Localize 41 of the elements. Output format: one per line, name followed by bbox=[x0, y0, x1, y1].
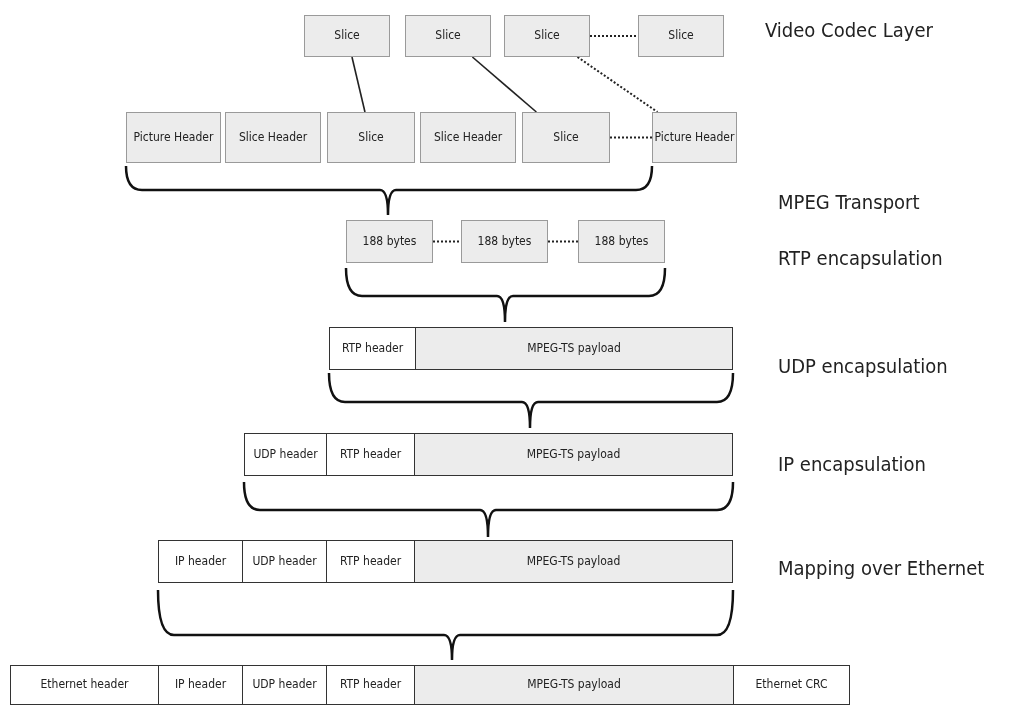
data-block: Picture Header bbox=[652, 112, 737, 163]
layer-label: RTP encapsulation bbox=[778, 246, 943, 270]
payload-field: MPEG-TS payload bbox=[414, 540, 733, 583]
payload-field: MPEG-TS payload bbox=[414, 665, 734, 705]
header-field: IP header bbox=[158, 665, 243, 705]
data-block: Slice bbox=[327, 112, 415, 163]
layer-label: IP encapsulation bbox=[778, 452, 926, 476]
connector-line bbox=[432, 240, 462, 243]
header-field: IP header bbox=[158, 540, 243, 583]
connector-line bbox=[471, 56, 538, 113]
payload-field: MPEG-TS payload bbox=[414, 433, 733, 476]
connector-line bbox=[547, 240, 579, 243]
header-field: Ethernet CRC bbox=[733, 665, 850, 705]
header-field: RTP header bbox=[326, 665, 415, 705]
header-field: RTP header bbox=[326, 433, 415, 476]
data-block: Slice bbox=[522, 112, 610, 163]
connector-line bbox=[576, 56, 659, 113]
header-field: UDP header bbox=[242, 665, 327, 705]
data-block: Slice bbox=[638, 15, 724, 57]
layer-label: Video Codec Layer bbox=[765, 18, 933, 42]
header-field: UDP header bbox=[244, 433, 327, 476]
data-block: Slice bbox=[304, 15, 390, 57]
data-block: Slice bbox=[504, 15, 590, 57]
layer-label: UDP encapsulation bbox=[778, 354, 948, 378]
payload-field: MPEG-TS payload bbox=[415, 327, 733, 370]
connector-line bbox=[589, 35, 639, 37]
data-block: 188 bytes bbox=[578, 220, 665, 263]
data-block: 188 bytes bbox=[346, 220, 433, 263]
data-block: Slice bbox=[405, 15, 491, 57]
data-block: Slice Header bbox=[225, 112, 321, 163]
layer-label: Mapping over Ethernet bbox=[778, 556, 985, 580]
connector-line bbox=[609, 136, 653, 139]
connector-line bbox=[351, 56, 366, 113]
data-block: Slice Header bbox=[420, 112, 516, 163]
header-field: Ethernet header bbox=[10, 665, 159, 705]
data-block: 188 bytes bbox=[461, 220, 548, 263]
header-field: RTP header bbox=[326, 540, 415, 583]
layer-label: MPEG Transport bbox=[778, 190, 920, 214]
data-block: Picture Header bbox=[126, 112, 221, 163]
header-field: RTP header bbox=[329, 327, 416, 370]
header-field: UDP header bbox=[242, 540, 327, 583]
